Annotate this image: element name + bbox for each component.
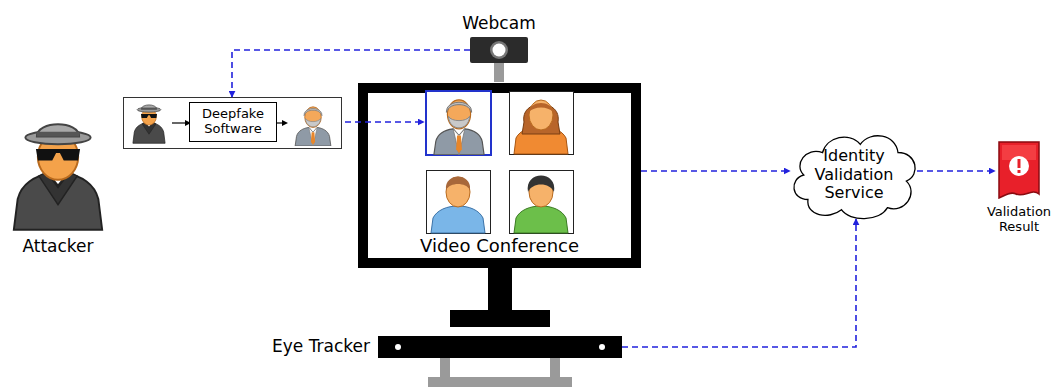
monitor-screen: Video Conference — [358, 83, 641, 268]
process-box: Deepfake Software — [189, 102, 277, 142]
attacker-figure: Attacker — [10, 116, 106, 232]
dashed-arrow — [917, 170, 995, 172]
dashed-arrow — [641, 170, 790, 172]
node-label: Deepfake Software — [190, 107, 276, 137]
webcam: Webcam — [470, 37, 528, 63]
node-label: Attacker — [22, 237, 93, 257]
node-label: Identity Validation Service — [802, 147, 906, 202]
service-cloud: Identity Validation Service — [787, 128, 921, 222]
dashed-arrow — [622, 219, 856, 347]
dashed-arrow — [232, 50, 470, 97]
cloud-outline — [794, 136, 915, 219]
dashed-arrow — [345, 121, 424, 123]
node-label: Validation Result — [980, 205, 1058, 235]
node-label: Eye Tracker — [272, 337, 370, 357]
eye-tracker: Eye Tracker — [378, 336, 622, 358]
node-label: Video Conference — [420, 236, 579, 257]
node-label: Webcam — [462, 14, 535, 34]
result-icon: Validation Result — [998, 142, 1040, 200]
